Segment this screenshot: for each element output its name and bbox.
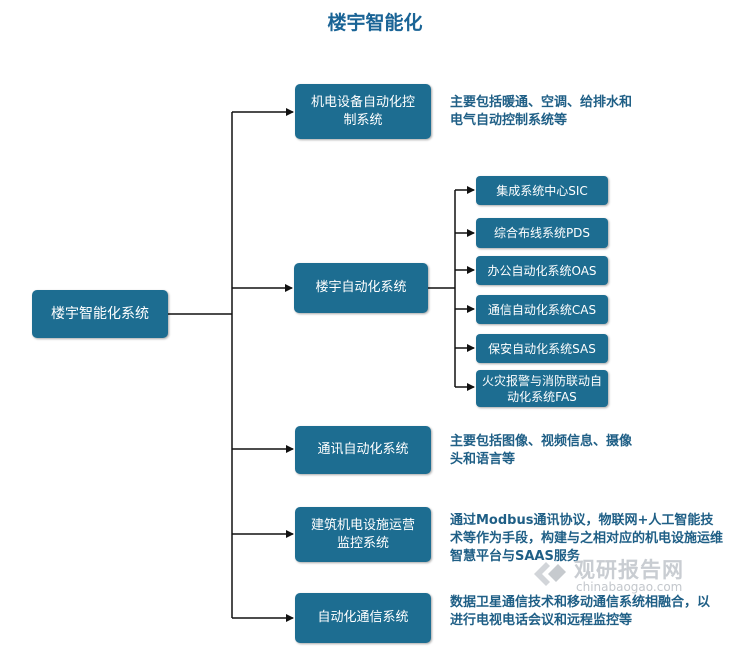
subsystem-node-sic: 集成系统中心SIC	[476, 176, 608, 205]
root-node: 楼宇智能化系统	[32, 290, 168, 338]
branch-node-communication-automation: 通讯自动化系统	[295, 426, 431, 474]
watermark-logo-icon	[534, 562, 566, 586]
branch-description-automated-communication: 数据卫星通信技术和移动通信系统相融合，以进行电视电话会议和远程监控等	[450, 595, 711, 628]
subsystem-node-sas: 保安自动化系统SAS	[476, 334, 608, 363]
subsystem-node-pds: 综合布线系统PDS	[476, 218, 608, 248]
subsystem-node-cas: 通信自动化系统CAS	[476, 295, 608, 324]
subsystem-node-oas: 办公自动化系统OAS	[476, 256, 608, 285]
branch-description-mechanical-control: 主要包括暖通、空调、给排水和电气自动控制系统等	[450, 95, 633, 128]
watermark: 观研报告网 chinabaogao.com	[530, 552, 720, 596]
diagram-title: 楼宇智能化	[327, 12, 423, 34]
branch-node-mechanical-control: 机电设备自动化控制系统	[295, 84, 431, 139]
branch-node-facility-monitoring: 建筑机电设施运营监控系统	[295, 507, 431, 562]
branch-node-automated-communication: 自动化通信系统	[295, 593, 431, 643]
watermark-url: chinabaogao.com	[576, 580, 683, 594]
branch-node-building-automation: 楼宇自动化系统	[294, 263, 428, 313]
branch-description-facility-monitoring: 通过Modbus通讯协议，物联网+人工智能技术等作为手段，构建与之相对应的机电设…	[450, 513, 724, 564]
branch-description-communication-automation: 主要包括图像、视频信息、摄像头和语言等	[450, 434, 633, 467]
watermark-text: 观研报告网	[574, 558, 684, 582]
subsystem-node-fas: 火灾报警与消防联动自动化系统FAS	[476, 370, 608, 407]
